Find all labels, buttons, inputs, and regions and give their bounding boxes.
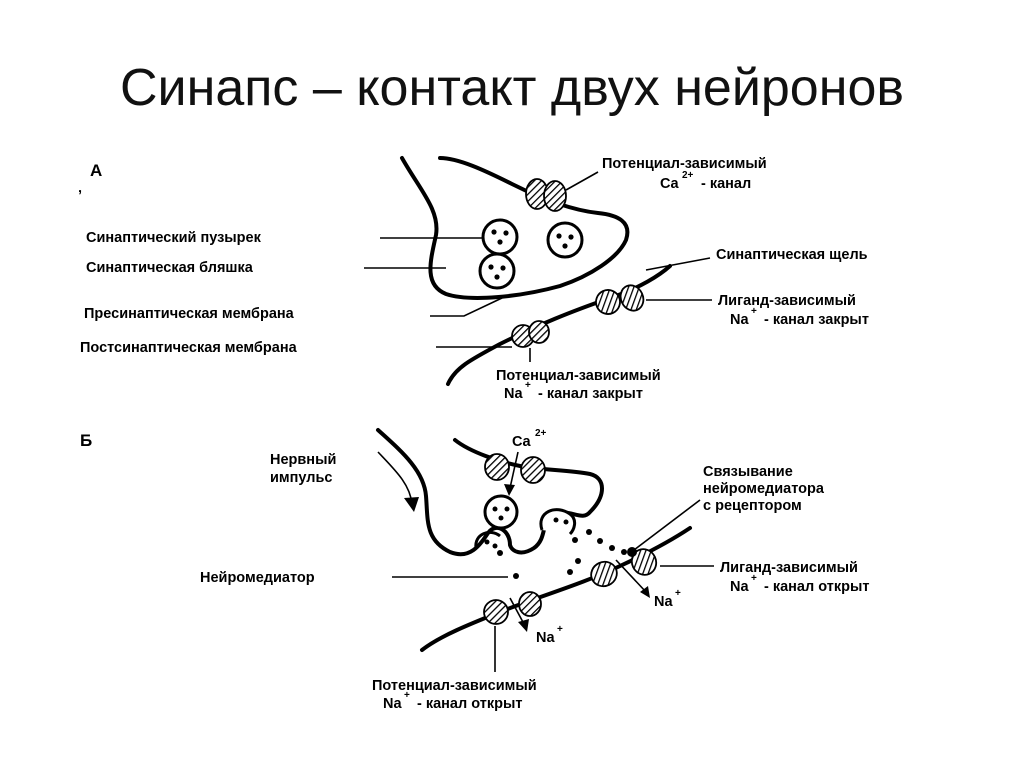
ca-ion-label-b: Ca 2+ bbox=[512, 428, 547, 450]
svg-text:Na: Na bbox=[654, 594, 673, 610]
vesicle-b-1 bbox=[483, 494, 519, 530]
ligand-na-arrowhead bbox=[640, 586, 650, 598]
binding-label-line3: с рецептором bbox=[703, 498, 802, 514]
ligand-channel-a-label-line2: Na + - канал закрыт bbox=[730, 306, 869, 328]
svg-text:Na: Na bbox=[730, 312, 749, 328]
impulse-label-line1: Нервный bbox=[270, 452, 336, 468]
ligand-channel-a bbox=[595, 284, 645, 315]
svg-text:Na: Na bbox=[536, 630, 555, 646]
vesicle-b-open bbox=[474, 531, 501, 549]
svg-text:+: + bbox=[751, 573, 757, 584]
binding-label-line1: Связывание bbox=[703, 464, 793, 480]
svg-text:- канал открыт: - канал открыт bbox=[764, 579, 869, 595]
slide-title: Синапс – контакт двух нейронов bbox=[120, 59, 904, 117]
ca-influx-arrowhead bbox=[504, 484, 515, 496]
ca-influx-arrow bbox=[509, 451, 519, 489]
svg-text:+: + bbox=[675, 588, 681, 599]
na-right-label-b: Na + bbox=[654, 588, 681, 610]
svg-text:- канал закрыт: - канал закрыт bbox=[538, 386, 643, 402]
postsynaptic-membrane-a bbox=[446, 264, 672, 386]
vesicle-b-fusing bbox=[539, 508, 577, 536]
na-voltage-channel-a-label-line1: Потенциал-зависимый bbox=[496, 368, 661, 384]
leader-binding bbox=[633, 499, 701, 551]
na-voltage-channel-b-label-line1: Потенциал-зависимый bbox=[372, 678, 537, 694]
ligand-channel-b-label-line1: Лиганд-зависимый bbox=[720, 560, 858, 576]
leader-presynaptic bbox=[430, 297, 503, 317]
svg-text:2+: 2+ bbox=[535, 428, 547, 439]
vesicle-a-2 bbox=[546, 221, 584, 259]
ca-channel-a-label-line2: Ca 2+ - канал bbox=[660, 170, 751, 192]
na-voltage-arrow bbox=[509, 597, 525, 625]
svg-text:+: + bbox=[751, 306, 757, 317]
ligand-channel-a-label-line1: Лиганд-зависимый bbox=[718, 293, 856, 309]
svg-text:2+: 2+ bbox=[682, 170, 694, 181]
na-voltage-channel-b-label-line2: Na + - канал открыт bbox=[383, 690, 522, 712]
svg-text:Ca: Ca bbox=[512, 434, 531, 450]
impulse-arrowhead bbox=[404, 497, 419, 512]
svg-text:Na: Na bbox=[730, 579, 749, 595]
svg-text:+: + bbox=[404, 690, 410, 701]
label-plaque: Синаптическая бляшка bbox=[86, 260, 254, 276]
svg-text:- канал открыт: - канал открыт bbox=[417, 696, 522, 712]
svg-text:- канал: - канал bbox=[701, 176, 751, 192]
svg-text:- канал закрыт: - канал закрыт bbox=[764, 312, 869, 328]
vesicle-a-1 bbox=[481, 218, 519, 256]
na-voltage-channel-b bbox=[483, 591, 542, 625]
leader-ca-channel-a bbox=[565, 171, 599, 191]
presynaptic-terminal-a bbox=[400, 156, 630, 300]
label-postsynaptic: Постсинаптическая мембрана bbox=[80, 340, 298, 356]
svg-text:Ca: Ca bbox=[660, 176, 679, 192]
ligand-channel-b bbox=[590, 547, 658, 588]
ca-channel-a bbox=[525, 178, 567, 212]
postsynaptic-membrane-b bbox=[420, 526, 692, 652]
svg-text:+: + bbox=[557, 624, 563, 635]
label-vesicle: Синаптический пузырек bbox=[86, 230, 262, 246]
svg-text:+: + bbox=[525, 380, 531, 391]
leader-cleft bbox=[645, 257, 711, 271]
na-left-label-b: Na + bbox=[536, 624, 563, 646]
binding-label-line2: нейромедиатора bbox=[703, 481, 825, 497]
panel-a-tick: ‚ bbox=[78, 180, 82, 196]
presynaptic-terminal-b bbox=[376, 428, 604, 557]
ca-channel-b bbox=[484, 453, 546, 484]
panel-a-letter: А bbox=[90, 161, 102, 180]
na-voltage-channel-a-label-line2: Na + - канал закрыт bbox=[504, 380, 643, 402]
ligand-channel-b-label-line2: Na + - канал открыт bbox=[730, 573, 869, 595]
panel-b-letter: Б bbox=[80, 431, 92, 450]
na-voltage-arrowhead bbox=[518, 619, 529, 632]
label-cleft: Синаптическая щель bbox=[716, 247, 868, 263]
label-presynaptic: Пресинаптическая мембрана bbox=[84, 306, 295, 322]
ca-channel-a-label-line1: Потенциал-зависимый bbox=[602, 156, 767, 172]
impulse-label-line2: импульс bbox=[270, 470, 332, 486]
svg-text:Na: Na bbox=[504, 386, 523, 402]
vesicle-a-3 bbox=[478, 252, 516, 290]
svg-text:Na: Na bbox=[383, 696, 402, 712]
na-voltage-channel-a bbox=[511, 320, 550, 348]
label-neurotransmitter: Нейромедиатор bbox=[200, 570, 315, 586]
neurotransmitter-dots bbox=[497, 529, 627, 579]
ligand-na-arrow bbox=[615, 559, 647, 593]
